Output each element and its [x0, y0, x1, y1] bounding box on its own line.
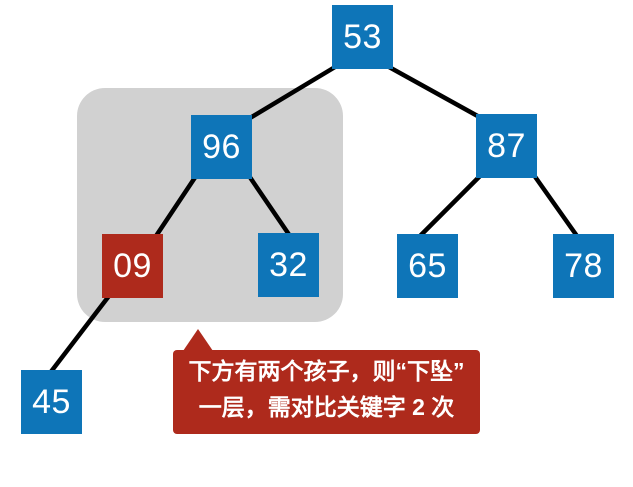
tree-node-65: 65: [397, 234, 458, 298]
tree-node-78: 78: [553, 234, 614, 298]
callout-arrow-up-icon: [183, 329, 213, 351]
callout-text-line1: 下方有两个孩子，则“下坠”: [188, 358, 465, 384]
tree-node-96: 96: [191, 115, 252, 179]
tree-node-45: 45: [21, 370, 82, 434]
callout-text-line2: 一层，需对比关键字 2 次: [198, 394, 455, 420]
tree-node-87: 87: [476, 114, 537, 178]
tree-edge-53-87: [377, 59, 486, 122]
tree-edge-87-65: [417, 169, 487, 239]
tree-edge-96-09: [153, 167, 203, 239]
tree-edge-53-96: [242, 58, 348, 124]
tree-edge-96-32: [242, 167, 293, 239]
tree-edge-87-78: [528, 168, 580, 239]
tree-node-32: 32: [258, 233, 319, 297]
callout-bubble: 下方有两个孩子，则“下坠” 一层，需对比关键字 2 次: [173, 329, 480, 434]
tree-edge-09-45: [47, 289, 115, 376]
tree-node-53: 53: [332, 5, 393, 69]
tree-node-09: 09: [102, 234, 163, 298]
